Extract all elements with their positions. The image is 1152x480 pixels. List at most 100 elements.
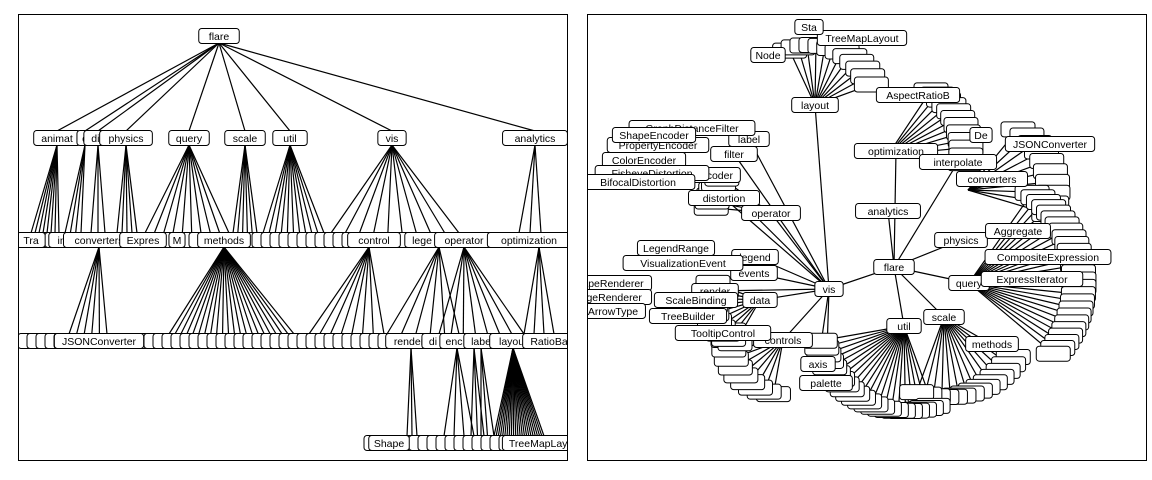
node-Stack[interactable]: Sta xyxy=(794,19,824,35)
node-legend[interactable]: lege xyxy=(404,232,440,248)
edge-root-animate xyxy=(56,42,220,132)
node-filter[interactable]: filter xyxy=(710,146,758,162)
edge-converters xyxy=(91,246,100,335)
edge-scale-leaf xyxy=(916,316,945,393)
node-AspectRatioBanker[interactable]: AspectRatioB xyxy=(875,87,961,103)
node-label: optimization xyxy=(868,146,924,158)
node-encoder[interactable]: enc xyxy=(439,333,469,349)
node-controls[interactable]: control xyxy=(347,232,401,248)
edge-util xyxy=(286,144,291,234)
node-Expression[interactable]: Expres xyxy=(119,232,167,248)
node-flare[interactable]: flare xyxy=(873,259,915,275)
node-label: optimization xyxy=(501,235,557,247)
node-Match[interactable]: M xyxy=(168,232,186,248)
node-util[interactable]: util xyxy=(886,318,922,334)
node-interpolate[interactable]: interpolate xyxy=(918,154,998,170)
edge-util xyxy=(274,144,291,234)
edge-methods xyxy=(186,246,225,335)
edge-controls xyxy=(351,246,370,335)
node-BifocalDistortion[interactable]: BifocalDistortion xyxy=(588,174,696,190)
node-AspectRatioBanker[interactable]: RatioBa xyxy=(522,333,568,349)
node-operator[interactable]: operator xyxy=(741,205,801,221)
node-ScaleBinding[interactable]: ScaleBinding xyxy=(653,292,739,308)
node-ShapeRenderer[interactable]: apeRenderer xyxy=(588,275,653,291)
node-Delegate[interactable]: De xyxy=(969,127,993,143)
node-optimization[interactable]: optimization xyxy=(486,232,568,248)
node-box xyxy=(688,190,760,206)
node-ColorEncoder[interactable]: ColorEncoder xyxy=(601,152,687,168)
node-flare[interactable]: flare xyxy=(198,28,240,44)
node-analytics[interactable]: analytics xyxy=(855,203,921,219)
node-Transitioner[interactable]: Tra xyxy=(19,232,46,248)
node-label: physics xyxy=(943,235,978,247)
node-scale[interactable]: scale xyxy=(224,130,266,146)
node-vis[interactable]: vis xyxy=(814,281,844,297)
node-distortion[interactable]: distortion xyxy=(688,190,760,206)
node-animate[interactable]: animat xyxy=(33,130,81,146)
node-label: TreeBuilder xyxy=(661,311,715,323)
node-box xyxy=(368,435,410,451)
edge-controls xyxy=(308,246,370,335)
node-box xyxy=(377,130,407,146)
node-query[interactable]: query xyxy=(168,130,210,146)
node-LegendRange[interactable]: LegendRange xyxy=(636,240,716,256)
node-box xyxy=(985,223,1051,239)
node-util[interactable]: util xyxy=(272,130,308,146)
node-CompositeExpression[interactable]: CompositeExpression xyxy=(984,249,1112,265)
node-physics[interactable]: physics xyxy=(934,232,988,248)
node-Aggregate[interactable]: Aggregate xyxy=(985,223,1051,239)
edge-filter xyxy=(470,347,475,437)
node-EdgeRenderer[interactable]: lgeRenderer xyxy=(588,289,653,305)
node-TreeMapLayout[interactable]: TreeMapLayout xyxy=(816,30,908,46)
node-label: flare xyxy=(209,31,230,43)
edge-query xyxy=(188,144,211,234)
edge-util-leaf xyxy=(883,325,905,409)
edge-data xyxy=(75,144,86,234)
node-scale[interactable]: scale xyxy=(923,309,965,325)
node-ArrowType[interactable]: ArrowType xyxy=(588,303,646,319)
edge-layout-leaf xyxy=(814,44,817,106)
edge-vis xyxy=(391,144,403,234)
node-ShapeRenderer[interactable]: Shape xyxy=(368,435,410,451)
node-Node[interactable]: Node xyxy=(750,47,786,63)
node-TreeBuilder[interactable]: TreeBuilder xyxy=(648,308,728,324)
edge-root-data xyxy=(84,42,220,132)
edge-util xyxy=(289,144,313,234)
node-Expression[interactable]: ExpressIterator xyxy=(980,271,1084,287)
node-optimization[interactable]: optimization xyxy=(853,143,939,159)
node-label: interpolate xyxy=(933,157,982,169)
node-data[interactable]: data xyxy=(742,292,778,308)
node-JSONConverter[interactable]: JSONConverter xyxy=(1004,136,1096,152)
edge-operator xyxy=(462,246,465,335)
node-label: Expres xyxy=(127,235,160,247)
node-ShapeEncoder[interactable]: ShapeEncoder xyxy=(611,127,697,143)
node-label: flare xyxy=(884,262,905,274)
node-TooltipControl[interactable]: TooltipControl xyxy=(674,325,772,341)
node-layout[interactable]: layout xyxy=(791,97,839,113)
node-axis[interactable]: axis xyxy=(800,356,836,372)
node-VisualizationEvent[interactable]: VisualizationEvent xyxy=(622,255,744,271)
node-operator[interactable]: operator xyxy=(434,232,494,248)
node-JSONConverter[interactable]: JSONConverter xyxy=(53,333,145,349)
node-box xyxy=(53,333,145,349)
node-vis[interactable]: vis xyxy=(377,130,407,146)
node-methods[interactable]: methods xyxy=(965,336,1019,352)
node-palette[interactable]: palette xyxy=(799,375,853,391)
node-label: BifocalDistortion xyxy=(600,177,676,189)
edge-operator xyxy=(463,246,513,335)
edge-methods xyxy=(223,246,242,335)
node-label: M xyxy=(173,235,182,247)
edge-methods xyxy=(223,246,283,335)
node-label: converters xyxy=(967,174,1016,186)
node-box xyxy=(873,259,915,275)
node-converters[interactable]: converters xyxy=(956,171,1028,187)
node-label: Sta xyxy=(801,22,817,34)
node-distortion[interactable]: di xyxy=(421,333,445,349)
node-methods[interactable]: methods xyxy=(197,232,251,248)
node-TreeMapLayout[interactable]: TreeMapLayou xyxy=(501,435,568,451)
edge-methods xyxy=(198,246,225,335)
node-box xyxy=(923,309,965,325)
node-physics[interactable]: physics xyxy=(99,130,153,146)
node-analytics[interactable]: analytics xyxy=(502,130,568,146)
edge-render xyxy=(406,347,412,437)
